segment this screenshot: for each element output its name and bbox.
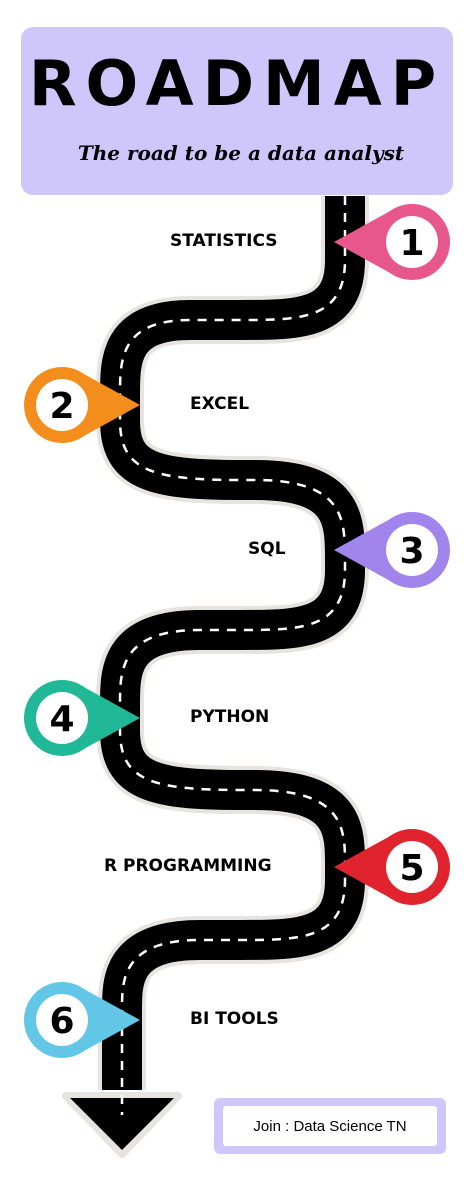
step-2-label: EXCEL <box>190 394 250 414</box>
marker-pointer <box>82 373 140 437</box>
marker-center <box>386 524 438 576</box>
step-1-number: 1 <box>399 223 424 264</box>
step-5-label: R PROGRAMMING <box>104 856 272 876</box>
header-banner: ROADMAP The road to be a data analyst <box>21 27 453 195</box>
marker-pointer <box>82 686 140 750</box>
step-3-marker: 3 <box>334 512 450 588</box>
step-6-marker: 6 <box>24 982 140 1058</box>
step-3-label: SQL <box>248 539 286 559</box>
marker-pointer <box>334 210 392 274</box>
page-title: ROADMAP <box>28 47 446 120</box>
step-6-label: BI TOOLS <box>190 1009 279 1029</box>
page-subtitle: The road to be a data analyst <box>77 141 405 165</box>
marker-center <box>36 692 88 744</box>
join-badge: Join : Data Science TN <box>214 1098 446 1154</box>
step-2-marker: 2 <box>24 367 140 443</box>
marker-pointer <box>334 518 392 582</box>
step-2-number: 2 <box>49 386 74 427</box>
step-5-number: 5 <box>399 848 424 889</box>
marker-center <box>386 841 438 893</box>
step-6-number: 6 <box>49 1001 74 1042</box>
step-1-label: STATISTICS <box>170 231 278 251</box>
marker-center <box>386 216 438 268</box>
marker-center <box>36 379 88 431</box>
marker-center <box>36 994 88 1046</box>
step-4-number: 4 <box>49 699 74 740</box>
marker-pointer <box>82 988 140 1052</box>
step-1-marker: 1 <box>334 204 450 280</box>
step-3-number: 3 <box>399 531 424 572</box>
marker-pointer <box>334 835 392 899</box>
step-4-marker: 4 <box>24 680 140 756</box>
road-path <box>62 196 369 1158</box>
join-text: Join : Data Science TN <box>223 1106 437 1146</box>
step-5-marker: 5 <box>334 829 450 905</box>
step-4-label: PYTHON <box>190 707 270 727</box>
